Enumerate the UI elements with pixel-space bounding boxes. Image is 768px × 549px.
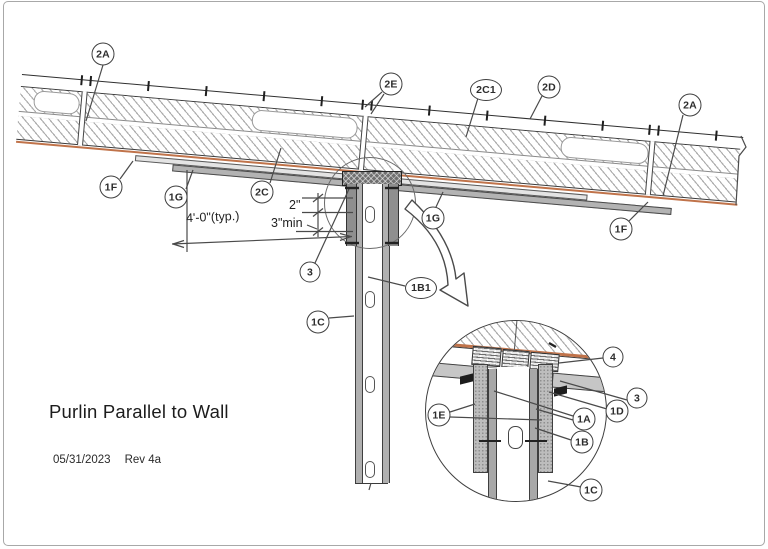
dim-label-4ft: 4'-0"(typ.) bbox=[185, 208, 240, 226]
detail-post-flange-left bbox=[488, 369, 497, 501]
callout-1b1: 1B1 bbox=[405, 277, 437, 299]
callout-3-detail: 3 bbox=[626, 387, 648, 409]
callout-2a-left: 2A bbox=[91, 42, 115, 66]
post-slot bbox=[365, 461, 375, 478]
callout-1e: 1E bbox=[427, 403, 451, 427]
detail-reference-circle bbox=[324, 157, 416, 249]
callout-2c: 2C bbox=[250, 180, 274, 204]
detail-angle-leg-right bbox=[538, 364, 553, 473]
drawing-revision: Rev 4a bbox=[124, 454, 161, 466]
callout-2a-right: 2A bbox=[678, 93, 702, 117]
callout-1b: 1B bbox=[570, 430, 594, 454]
callout-1c-detail: 1C bbox=[579, 478, 603, 502]
detail-post-slot bbox=[508, 426, 523, 449]
detail-post-flange-right bbox=[529, 369, 538, 501]
detail-bolt-left bbox=[479, 439, 501, 443]
callout-3: 3 bbox=[299, 261, 321, 283]
detail-angle-leg-left bbox=[473, 364, 488, 473]
post-bottom-edge bbox=[355, 483, 388, 484]
callout-1a: 1A bbox=[572, 407, 596, 431]
post-slot bbox=[365, 291, 375, 308]
detail-clip-angle-left bbox=[460, 373, 473, 385]
post-flange-left bbox=[355, 184, 363, 483]
drawing-title: Purlin Parallel to Wall bbox=[49, 401, 229, 422]
callout-2d: 2D bbox=[537, 75, 561, 99]
drawing-date: 05/31/2023 bbox=[53, 454, 111, 466]
callout-2e: 2E bbox=[379, 72, 403, 96]
callout-1c-main: 1C bbox=[306, 310, 330, 334]
callout-2c1: 2C1 bbox=[470, 79, 502, 101]
detail-clip-angle-right bbox=[554, 385, 567, 397]
dim-label-2in: 2" bbox=[289, 198, 301, 212]
dim-label-3min: 3"min bbox=[271, 216, 303, 230]
callout-1g-right: 1G bbox=[421, 206, 445, 230]
post-slot bbox=[365, 376, 375, 393]
detail-bolt-right bbox=[525, 439, 547, 443]
callout-1f-left: 1F bbox=[99, 175, 123, 199]
drawing-date-revision: 05/31/2023 Rev 4a bbox=[53, 454, 175, 466]
callout-1f-right: 1F bbox=[609, 217, 633, 241]
callout-4: 4 bbox=[602, 346, 624, 368]
post-flange-right bbox=[382, 184, 390, 483]
callout-1g-left: 1G bbox=[164, 185, 188, 209]
detail-deck-joint bbox=[513, 321, 520, 352]
callout-1d: 1D bbox=[605, 399, 629, 423]
deck-flute bbox=[32, 90, 81, 116]
